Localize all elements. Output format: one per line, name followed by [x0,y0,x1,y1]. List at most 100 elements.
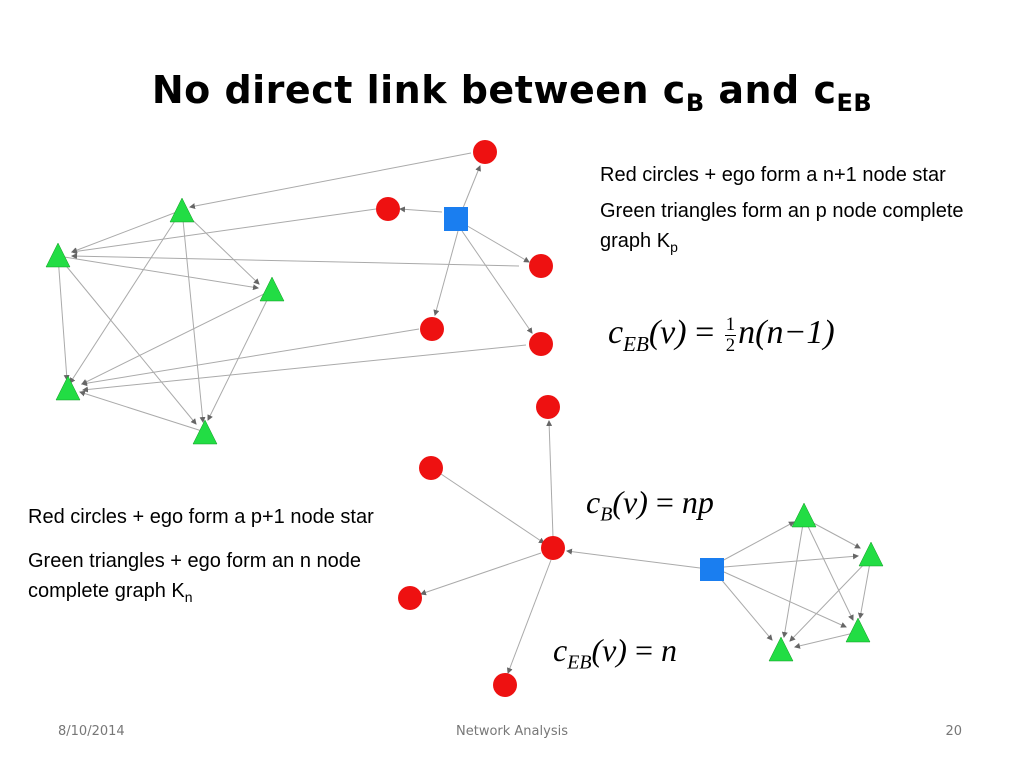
top-description: Red circles + ego form a n+1 node star G… [600,160,970,262]
edge [181,209,260,285]
footer-page-number: 20 [945,724,962,739]
green-triangle-node [768,636,794,662]
edge [789,556,872,642]
edge [794,631,859,649]
title-sub-eb: EB [836,89,873,117]
bottom-graph-nodes [398,395,884,697]
top-graph-edges [57,152,533,433]
green-triangle-node [259,276,285,302]
top-note-sub: p [670,239,678,255]
edge [181,209,206,423]
formula-rhs: np [681,484,714,520]
edge [506,559,552,674]
formula-equals: = [695,314,715,351]
red-circle-node [420,317,444,341]
title-text-mid: and c [704,68,837,112]
edge [81,328,420,387]
edge [440,473,545,544]
edge [463,223,530,263]
edge [71,253,520,267]
formula-rhs: n [661,632,677,668]
edge [189,152,472,210]
formula-rhs: n(n−1) [738,314,835,351]
edge [420,552,542,596]
footer-date: 8/10/2014 [58,724,125,739]
formula-subscript: EB [567,651,592,674]
edge [781,517,805,638]
formula-equals: = [655,484,674,520]
top-note-star: Red circles + ego form a n+1 node star [600,164,946,186]
edge [719,521,795,563]
edge [207,289,273,421]
ego-square-node [444,207,468,231]
top-note-complete: Green triangles form an p node complete … [600,196,970,262]
formula-symbol: c [608,314,624,351]
red-circle-node [376,197,400,221]
red-circle-node [419,456,443,480]
top-graph-nodes [45,140,553,445]
slide-title: No direct link between cB and cEB [0,68,1024,117]
footer-title: Network Analysis [456,724,568,739]
formula-equals: = [634,632,653,668]
edge [723,571,847,628]
edge [546,420,554,538]
top-note-complete-text: Green triangles form an p node complete … [600,200,964,252]
green-triangle-node [55,375,81,401]
edge [566,548,701,569]
bottom-note-complete-text: Green triangles + ego form an n node com… [28,550,361,602]
red-circle-node [529,254,553,278]
formula-symbol: c [586,484,601,520]
red-circle-node [529,332,553,356]
bottom-note-sub: n [184,589,193,605]
edge [433,230,459,316]
formula-arg: (v) [612,484,648,520]
green-triangle-node [45,242,71,268]
red-circle-node [541,536,565,560]
red-circle-node [398,586,422,610]
edge [82,344,527,393]
ego-square-node [700,558,724,581]
bottom-note-complete: Green triangles + ego form an n node com… [28,546,398,612]
green-triangle-node [845,617,871,643]
edge [57,255,259,291]
bottom-description: Red circles + ego form a p+1 node star G… [28,502,398,612]
edge [857,556,872,619]
edge [57,255,70,381]
edge [57,255,197,425]
red-circle-node [473,140,497,164]
formula-ceb-bottom: cEB(v) = n [553,632,677,674]
formula-cb: cB(v) = np [586,484,714,526]
title-text: No direct link between c [151,68,686,112]
bottom-note-star: Red circles + ego form a p+1 node star [28,506,374,528]
edge [719,577,773,641]
fraction-denominator: 2 [725,334,736,356]
bottom-graph-edges [420,420,872,674]
red-circle-node [536,395,560,419]
red-circle-node [493,673,517,697]
edge [399,206,443,213]
green-triangle-node [858,541,884,567]
edge [723,553,859,568]
formula-arg: (v) [648,314,687,351]
edge [71,208,377,255]
green-triangle-node [169,197,195,223]
edge [79,390,206,433]
green-triangle-node [192,419,218,445]
fraction-numerator: 1 [724,314,737,336]
edge [69,209,183,384]
edge [803,517,854,621]
edge [462,165,481,209]
formula-subscript: B [600,503,613,526]
title-sub-b: B [685,89,705,117]
edge [71,209,183,254]
formula-arg: (v) [591,632,627,668]
edge [81,289,273,385]
edge [461,230,533,334]
formula-subscript: EB [623,331,649,356]
green-triangle-node [791,502,817,528]
formula-symbol: c [553,632,568,668]
